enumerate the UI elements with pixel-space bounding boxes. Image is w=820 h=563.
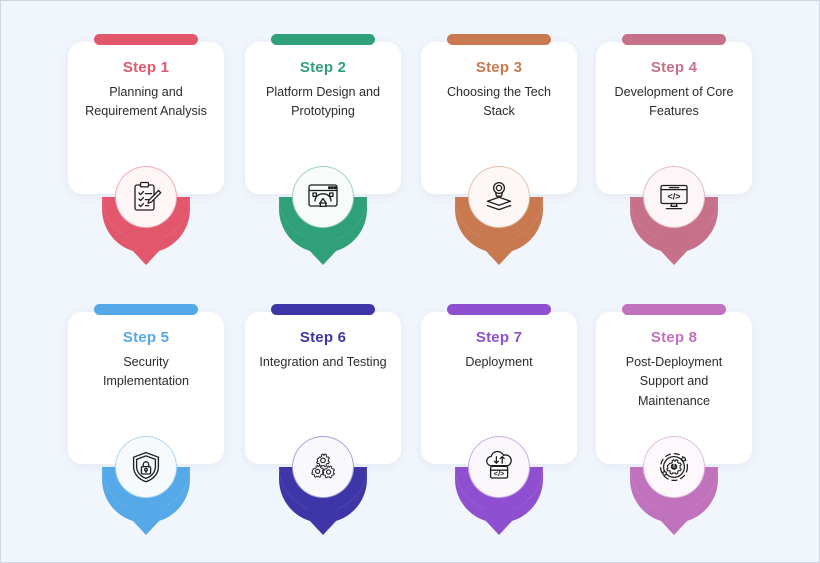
step-title: Choosing the Tech Stack (446, 84, 552, 119)
step-label: Step 6 (299, 329, 347, 346)
step-cup-marker (447, 164, 551, 276)
step-label: Step 7 (475, 329, 523, 346)
shield-lock-icon (115, 436, 177, 498)
stacked-layers-target-icon (468, 166, 530, 228)
step-cup-marker: </> (622, 164, 726, 276)
step-accent-pill (622, 34, 726, 45)
svg-text:</>: </> (667, 191, 680, 201)
step-title: Platform Design and Prototyping (265, 84, 381, 119)
step-label: Step 5 (122, 329, 170, 346)
monitor-code-icon: </> (643, 166, 705, 228)
step-cup-marker (271, 164, 375, 276)
step-title: Planning and Requirement Analysis (85, 84, 207, 119)
step-title: Security Implementation (102, 354, 190, 389)
step-accent-pill (447, 34, 551, 45)
step-cup-marker (271, 434, 375, 546)
steps-row-bottom: Step 5 Security Implementation Step 6 Inte… (1, 301, 819, 551)
step-accent-pill (622, 304, 726, 315)
step-accent-pill (94, 34, 198, 45)
three-gears-icon (292, 436, 354, 498)
svg-text:</>: </> (494, 469, 505, 478)
gear-wrench-orbit-icon (643, 436, 705, 498)
step-label: Step 1 (122, 59, 170, 76)
step-label: Step 8 (650, 329, 698, 346)
step-accent-pill (447, 304, 551, 315)
step-accent-pill (94, 304, 198, 315)
step-title: Deployment (465, 354, 533, 369)
step-label: Step 3 (475, 59, 523, 76)
browser-vector-design-icon (292, 166, 354, 228)
step-cup-marker: </> (447, 434, 551, 546)
clipboard-checklist-pencil-icon (115, 166, 177, 228)
step-title: Post-Deployment Support and Maintenance (625, 354, 723, 408)
step-label: Step 2 (299, 59, 347, 76)
step-title: Integration and Testing (259, 354, 387, 369)
step-cup-marker (94, 164, 198, 276)
cloud-deploy-code-icon: </> (468, 436, 530, 498)
step-title: Development of Core Features (614, 84, 734, 119)
step-accent-pill (271, 304, 375, 315)
step-accent-pill (271, 34, 375, 45)
step-cup-marker (94, 434, 198, 546)
step-label: Step 4 (650, 59, 698, 76)
step-cup-marker (622, 434, 726, 546)
